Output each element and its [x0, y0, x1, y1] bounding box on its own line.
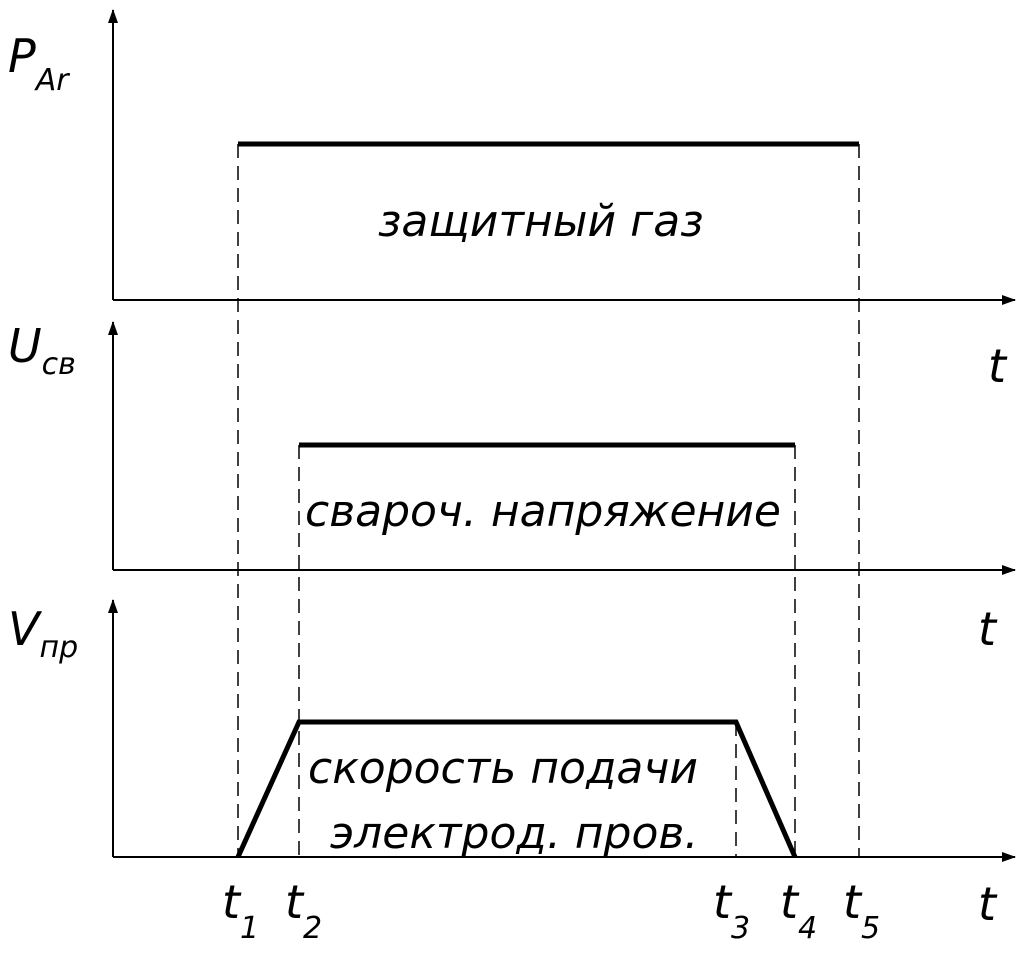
panel-feed: Vпр t скорость подачи электрод. пров. — [8, 599, 1016, 931]
t5-label: t5 — [843, 875, 880, 946]
feed-x-label: t — [978, 877, 998, 931]
time-mark-labels: t1 t2 t3 t4 t5 — [222, 875, 880, 946]
voltage-y-label: Uсв — [8, 319, 76, 382]
time-marker-lines — [237, 144, 860, 857]
voltage-caption: свароч. напряжение — [305, 486, 781, 537]
gas-y-label: PAr — [8, 29, 70, 98]
feed-caption-line-2: электрод. пров. — [330, 808, 698, 859]
voltage-x-label: t — [978, 602, 998, 656]
t1-label: t1 — [222, 875, 259, 946]
t3-label: t3 — [713, 875, 750, 946]
feed-caption-line-1: скорость подачи — [308, 743, 698, 794]
panel-voltage: Uсв t свароч. напряжение — [8, 319, 1016, 656]
panel-gas: PAr t защитный газ — [8, 9, 1016, 393]
gas-x-label: t — [988, 339, 1008, 393]
gas-caption: защитный газ — [378, 196, 704, 247]
feed-y-label: Vпр — [8, 602, 78, 665]
t4-label: t4 — [780, 875, 817, 946]
feed-signal-trapezoid — [235, 719, 798, 859]
t2-label: t2 — [285, 875, 322, 946]
